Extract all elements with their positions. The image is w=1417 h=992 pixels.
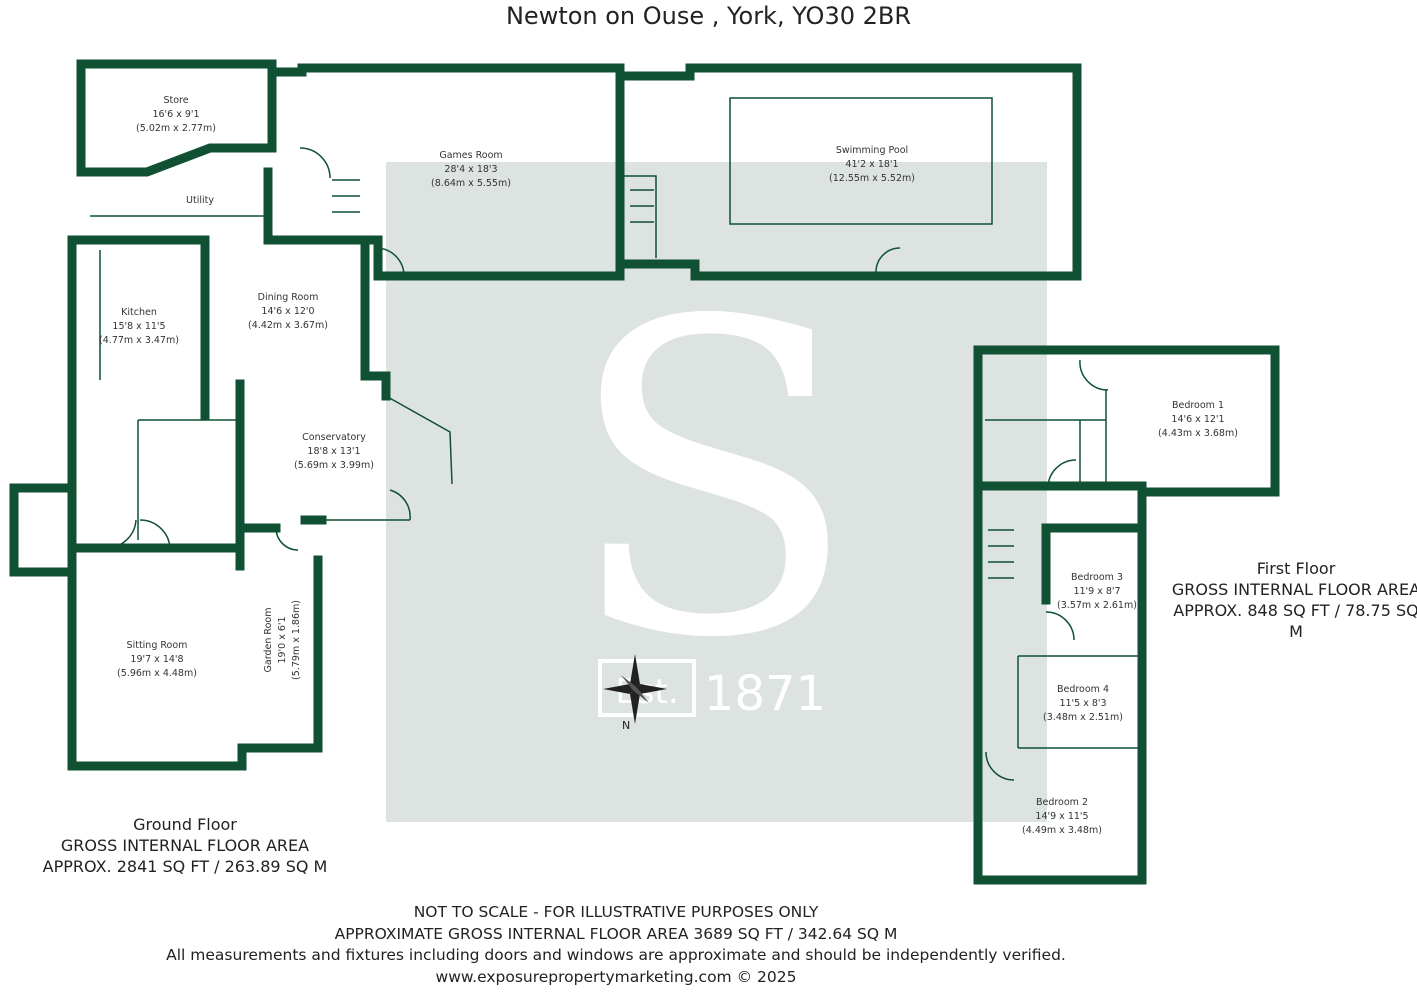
sitting-room-imperial: 19'7 x 14'8 [130, 654, 183, 665]
games-room-imperial: 28'4 x 18'3 [444, 164, 497, 175]
bedroom-3-name: Bedroom 3 [1071, 572, 1123, 583]
first-floor-area-heading: GROSS INTERNAL FLOOR AREA [1171, 580, 1417, 599]
conservatory-name: Conservatory [302, 432, 366, 443]
kitchen-name: Kitchen [121, 307, 157, 318]
games-room-name: Games Room [439, 150, 502, 161]
bedroom-2-name: Bedroom 2 [1036, 797, 1088, 808]
dining-room-name: Dining Room [258, 292, 319, 303]
first-floor-caption: First Floor GROSS INTERNAL FLOOR AREA AP… [1170, 558, 1417, 642]
games-room-metric: (8.64m x 5.55m) [431, 178, 511, 189]
first-floor-name: First Floor [1256, 559, 1336, 578]
store-metric: (5.02m x 2.77m) [136, 123, 216, 134]
bedroom-4-metric: (3.48m x 2.51m) [1043, 712, 1123, 723]
bedroom-4-name: Bedroom 4 [1057, 684, 1109, 695]
footer-notes: NOT TO SCALE - FOR ILLUSTRATIVE PURPOSES… [0, 902, 1232, 988]
bedroom-3-imperial: 11'9 x 8'7 [1073, 586, 1120, 597]
first-floor-area: APPROX. 848 SQ FT / 78.75 SQ M [1173, 601, 1417, 641]
room-labels: Store 16'6 x 9'1 (5.02m x 2.77m) Utility… [99, 95, 1238, 836]
footer-line-2: APPROXIMATE GROSS INTERNAL FLOOR AREA 36… [334, 924, 898, 943]
kitchen-metric: (4.77m x 3.47m) [99, 335, 179, 346]
store-imperial: 16'6 x 9'1 [152, 109, 199, 120]
bedroom-3-metric: (3.57m x 2.61m) [1057, 600, 1137, 611]
garden-room-imperial: 19'0 x 6'1 [277, 616, 288, 663]
garden-room-name: Garden Room [263, 608, 274, 673]
swimming-pool-imperial: 41'2 x 18'1 [845, 159, 898, 170]
footer-line-3: All measurements and fixtures including … [166, 946, 1066, 964]
garden-room-metric: (5.79m x 1.86m) [291, 600, 302, 680]
ground-floor-area-heading: GROSS INTERNAL FLOOR AREA [60, 836, 310, 855]
walls [9, 59, 1280, 885]
sitting-room-metric: (5.96m x 4.48m) [117, 668, 197, 679]
plan-title: Newton on Ouse , York, YO30 2BR [505, 2, 912, 30]
watermark-est-box [598, 659, 696, 717]
bedroom-1-metric: (4.43m x 3.68m) [1158, 428, 1238, 439]
bedroom-2-metric: (4.49m x 3.48m) [1022, 825, 1102, 836]
ground-floor-caption: Ground Floor GROSS INTERNAL FLOOR AREA A… [40, 814, 330, 877]
conservatory-imperial: 18'8 x 13'1 [307, 446, 360, 457]
watermark: S Est. 1871 [386, 162, 1047, 822]
store-name: Store [163, 95, 188, 106]
sitting-room-name: Sitting Room [127, 640, 188, 651]
compass-north-label: N [622, 719, 630, 732]
bedroom-1-name: Bedroom 1 [1172, 400, 1224, 411]
fixtures [90, 97, 1142, 781]
swimming-pool-name: Swimming Pool [836, 145, 908, 156]
watermark-letter: S [565, 232, 860, 732]
bedroom-4-imperial: 11'5 x 8'3 [1059, 698, 1106, 709]
swimming-pool-metric: (12.55m x 5.52m) [829, 173, 915, 184]
dining-room-imperial: 14'6 x 12'0 [261, 306, 314, 317]
footer-line-4: www.exposurepropertymarketing.com © 2025 [435, 967, 797, 986]
conservatory-metric: (5.69m x 3.99m) [294, 460, 374, 471]
ground-floor-area: APPROX. 2841 SQ FT / 263.89 SQ M [42, 857, 328, 876]
compass-icon: N [603, 654, 667, 732]
watermark-year: 1871 [704, 666, 826, 722]
bedroom-2-imperial: 14'9 x 11'5 [1035, 811, 1088, 822]
bedroom-1-imperial: 14'6 x 12'1 [1171, 414, 1224, 425]
kitchen-imperial: 15'8 x 11'5 [112, 321, 165, 332]
ground-floor-name: Ground Floor [133, 815, 237, 834]
dining-room-metric: (4.42m x 3.67m) [248, 320, 328, 331]
footer-line-1: NOT TO SCALE - FOR ILLUSTRATIVE PURPOSES… [413, 903, 819, 921]
utility-name: Utility [186, 195, 214, 206]
